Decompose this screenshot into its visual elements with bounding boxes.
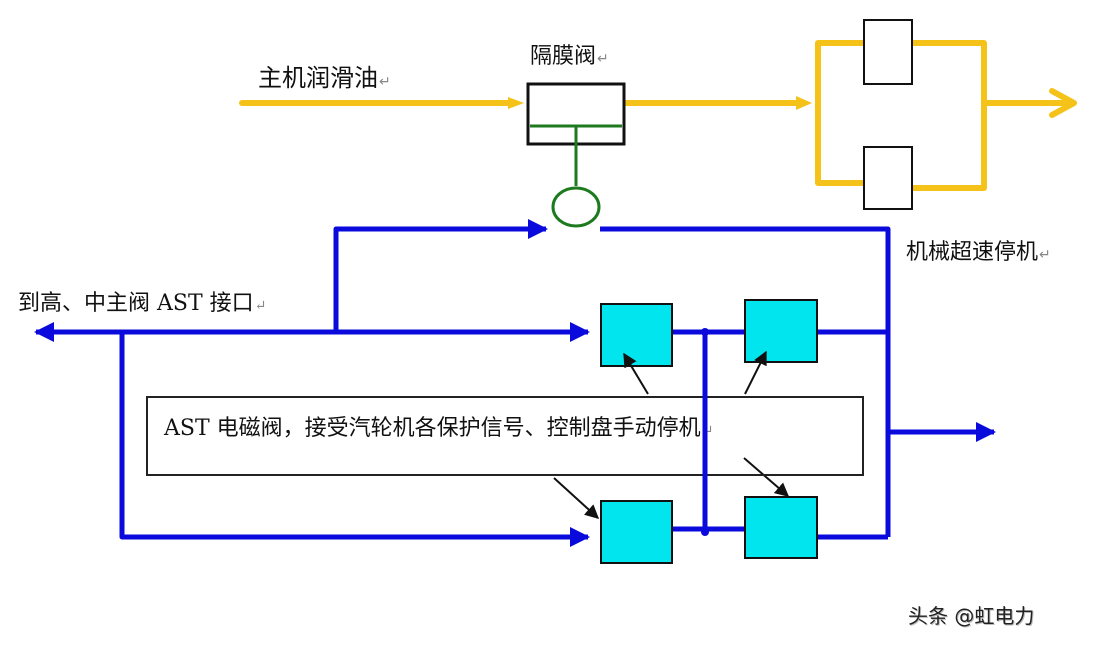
diaphragm-actuator-circle	[551, 186, 601, 228]
paragraph-mark-icon: ↵	[1039, 247, 1051, 263]
callout-arrow-2	[744, 350, 767, 395]
ast-solenoid-valve-3	[600, 500, 673, 564]
ast-lower-branch-line	[119, 332, 590, 547]
lube-oil-lines	[239, 40, 1077, 191]
paragraph-mark-icon: ↵	[379, 74, 391, 90]
ast-solenoid-note: AST 电磁阀，接受汽轮机各保护信号、控制盘手动停机↵	[164, 410, 713, 442]
diaphragm-valve-text: 隔膜阀	[530, 44, 597, 69]
overspeed-valve-lower	[863, 146, 913, 210]
mechanical-overspeed-trip-label: 机械超速停机↵	[906, 234, 1051, 266]
ast-solenoid-note-box	[146, 396, 864, 476]
ast-solenoid-note-text: AST 电磁阀，接受汽轮机各保护信号、控制盘手动停机	[164, 416, 701, 441]
ast-solenoid-valve-1	[600, 303, 673, 367]
callout-arrow-4	[743, 457, 790, 497]
paragraph-mark-icon: ↵	[254, 298, 267, 314]
diaphragm-return-line	[600, 226, 891, 537]
oil-mid-arrowhead	[796, 96, 812, 110]
ast-solenoid-valve-4	[744, 496, 818, 559]
ast-oil-lines	[34, 219, 996, 547]
overspeed-valve-upper	[863, 19, 913, 85]
oil-drain-arrowhead	[1049, 88, 1077, 118]
ast-interface-label: 到高、中主阀 AST 接口↵	[18, 285, 266, 317]
callout-arrow-3	[553, 477, 600, 519]
diaphragm-valve	[526, 82, 626, 228]
main-lube-oil-label: 主机润滑油↵	[258, 58, 391, 93]
ast-solenoid-valves	[600, 299, 818, 564]
ast-interface-text: 到高、中主阀 AST 接口	[18, 291, 254, 316]
junction-dot-upper	[701, 328, 709, 336]
ast-to-diaphragm-line	[333, 219, 548, 332]
paragraph-mark-icon: ↵	[701, 423, 714, 439]
diaphragm-valve-label: 隔膜阀↵	[530, 38, 609, 70]
oil-inlet-arrowhead	[508, 97, 524, 109]
callout-arrows	[553, 350, 790, 519]
junction-dot-lower	[701, 528, 709, 536]
callout-arrow-1	[623, 352, 649, 395]
ast-solenoid-valve-2	[744, 299, 818, 363]
paragraph-mark-icon: ↵	[597, 51, 609, 67]
main-lube-oil-text: 主机润滑油	[258, 64, 378, 92]
watermark: 头条 @虹电力	[908, 604, 1035, 628]
overspeed-bypass-loop	[815, 40, 987, 191]
mechanical-overspeed-trip-text: 机械超速停机	[906, 240, 1039, 265]
